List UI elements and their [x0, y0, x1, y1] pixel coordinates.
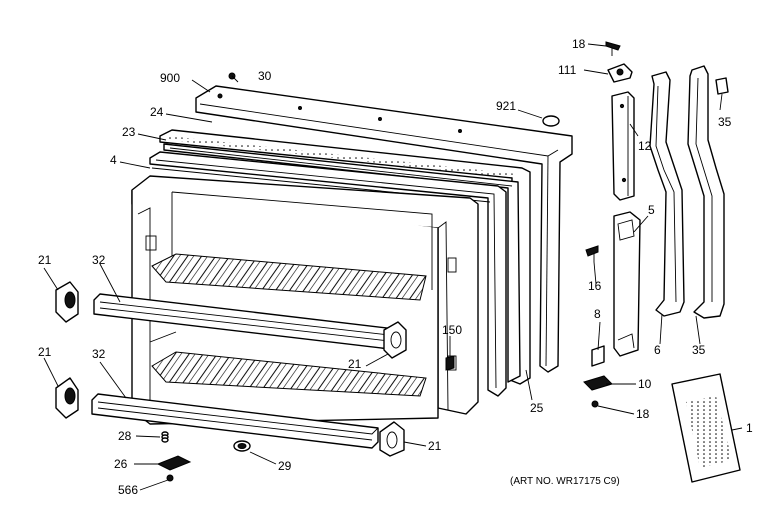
plug-921 [542, 115, 560, 127]
hinge-10 [583, 375, 613, 391]
art-number: (ART NO. WR17175 C9) [510, 476, 620, 487]
end-cap-right-lower [379, 421, 405, 457]
callout: 10 [638, 377, 652, 391]
callout: 35 [718, 115, 732, 129]
callout: 18 [572, 37, 586, 51]
callout: 21 [428, 439, 442, 453]
callout: 921 [496, 99, 516, 113]
hinge-bracket-12 [611, 91, 635, 201]
callout: 566 [118, 483, 138, 497]
callout: 32 [92, 347, 106, 361]
handle-bar-35 [687, 65, 725, 319]
callout: 24 [150, 105, 164, 119]
screw-28 [161, 431, 169, 443]
callout: 21 [348, 357, 362, 371]
stopper-150 [445, 355, 455, 371]
screw-566 [166, 474, 174, 482]
leader-lines [43, 43, 743, 491]
callout: 12 [638, 139, 652, 153]
callout: 30 [258, 69, 272, 83]
screw-18-top [605, 41, 621, 56]
callout: 29 [278, 459, 292, 473]
shelf-bar-lower [91, 393, 379, 449]
callout: 111 [558, 63, 577, 77]
hinge-bracket-5 [613, 211, 641, 357]
callout: 150 [442, 323, 462, 337]
callout: 8 [594, 307, 601, 321]
outer-door-panel [195, 85, 573, 373]
door-liner [159, 129, 531, 385]
callout: 26 [114, 457, 128, 471]
inner-door-liner [131, 175, 479, 425]
callout: 5 [648, 203, 655, 217]
callout: 6 [654, 343, 661, 357]
callout-labels: 18 111 900 30 24 921 35 23 12 4 5 16 21 … [38, 37, 753, 497]
callout: 23 [122, 125, 136, 139]
callout: 21 [38, 253, 52, 267]
screw-16 [585, 245, 599, 262]
callout: 16 [588, 279, 602, 293]
clip-8 [591, 345, 605, 367]
callout: 28 [118, 429, 132, 443]
bracket-26 [156, 455, 192, 471]
end-cap-left-upper [55, 281, 79, 323]
bumper-29 [233, 440, 251, 452]
hinge-pin-111 [607, 63, 633, 83]
callout: 4 [110, 153, 117, 167]
handle-bar-6 [649, 71, 685, 317]
end-cap-right-upper [383, 321, 407, 359]
callout: 21 [38, 345, 52, 359]
end-cap-35 [715, 77, 729, 95]
screw-18-bottom [591, 400, 599, 408]
callout: 25 [530, 401, 544, 415]
callout: 32 [92, 253, 106, 267]
end-cap-left-lower [55, 377, 79, 419]
callout: 18 [636, 407, 650, 421]
callout: 1 [746, 421, 753, 435]
screw-30 [228, 72, 239, 83]
callout: 900 [160, 71, 180, 85]
callout: 35 [692, 343, 706, 357]
instruction-card-1 [671, 373, 741, 483]
